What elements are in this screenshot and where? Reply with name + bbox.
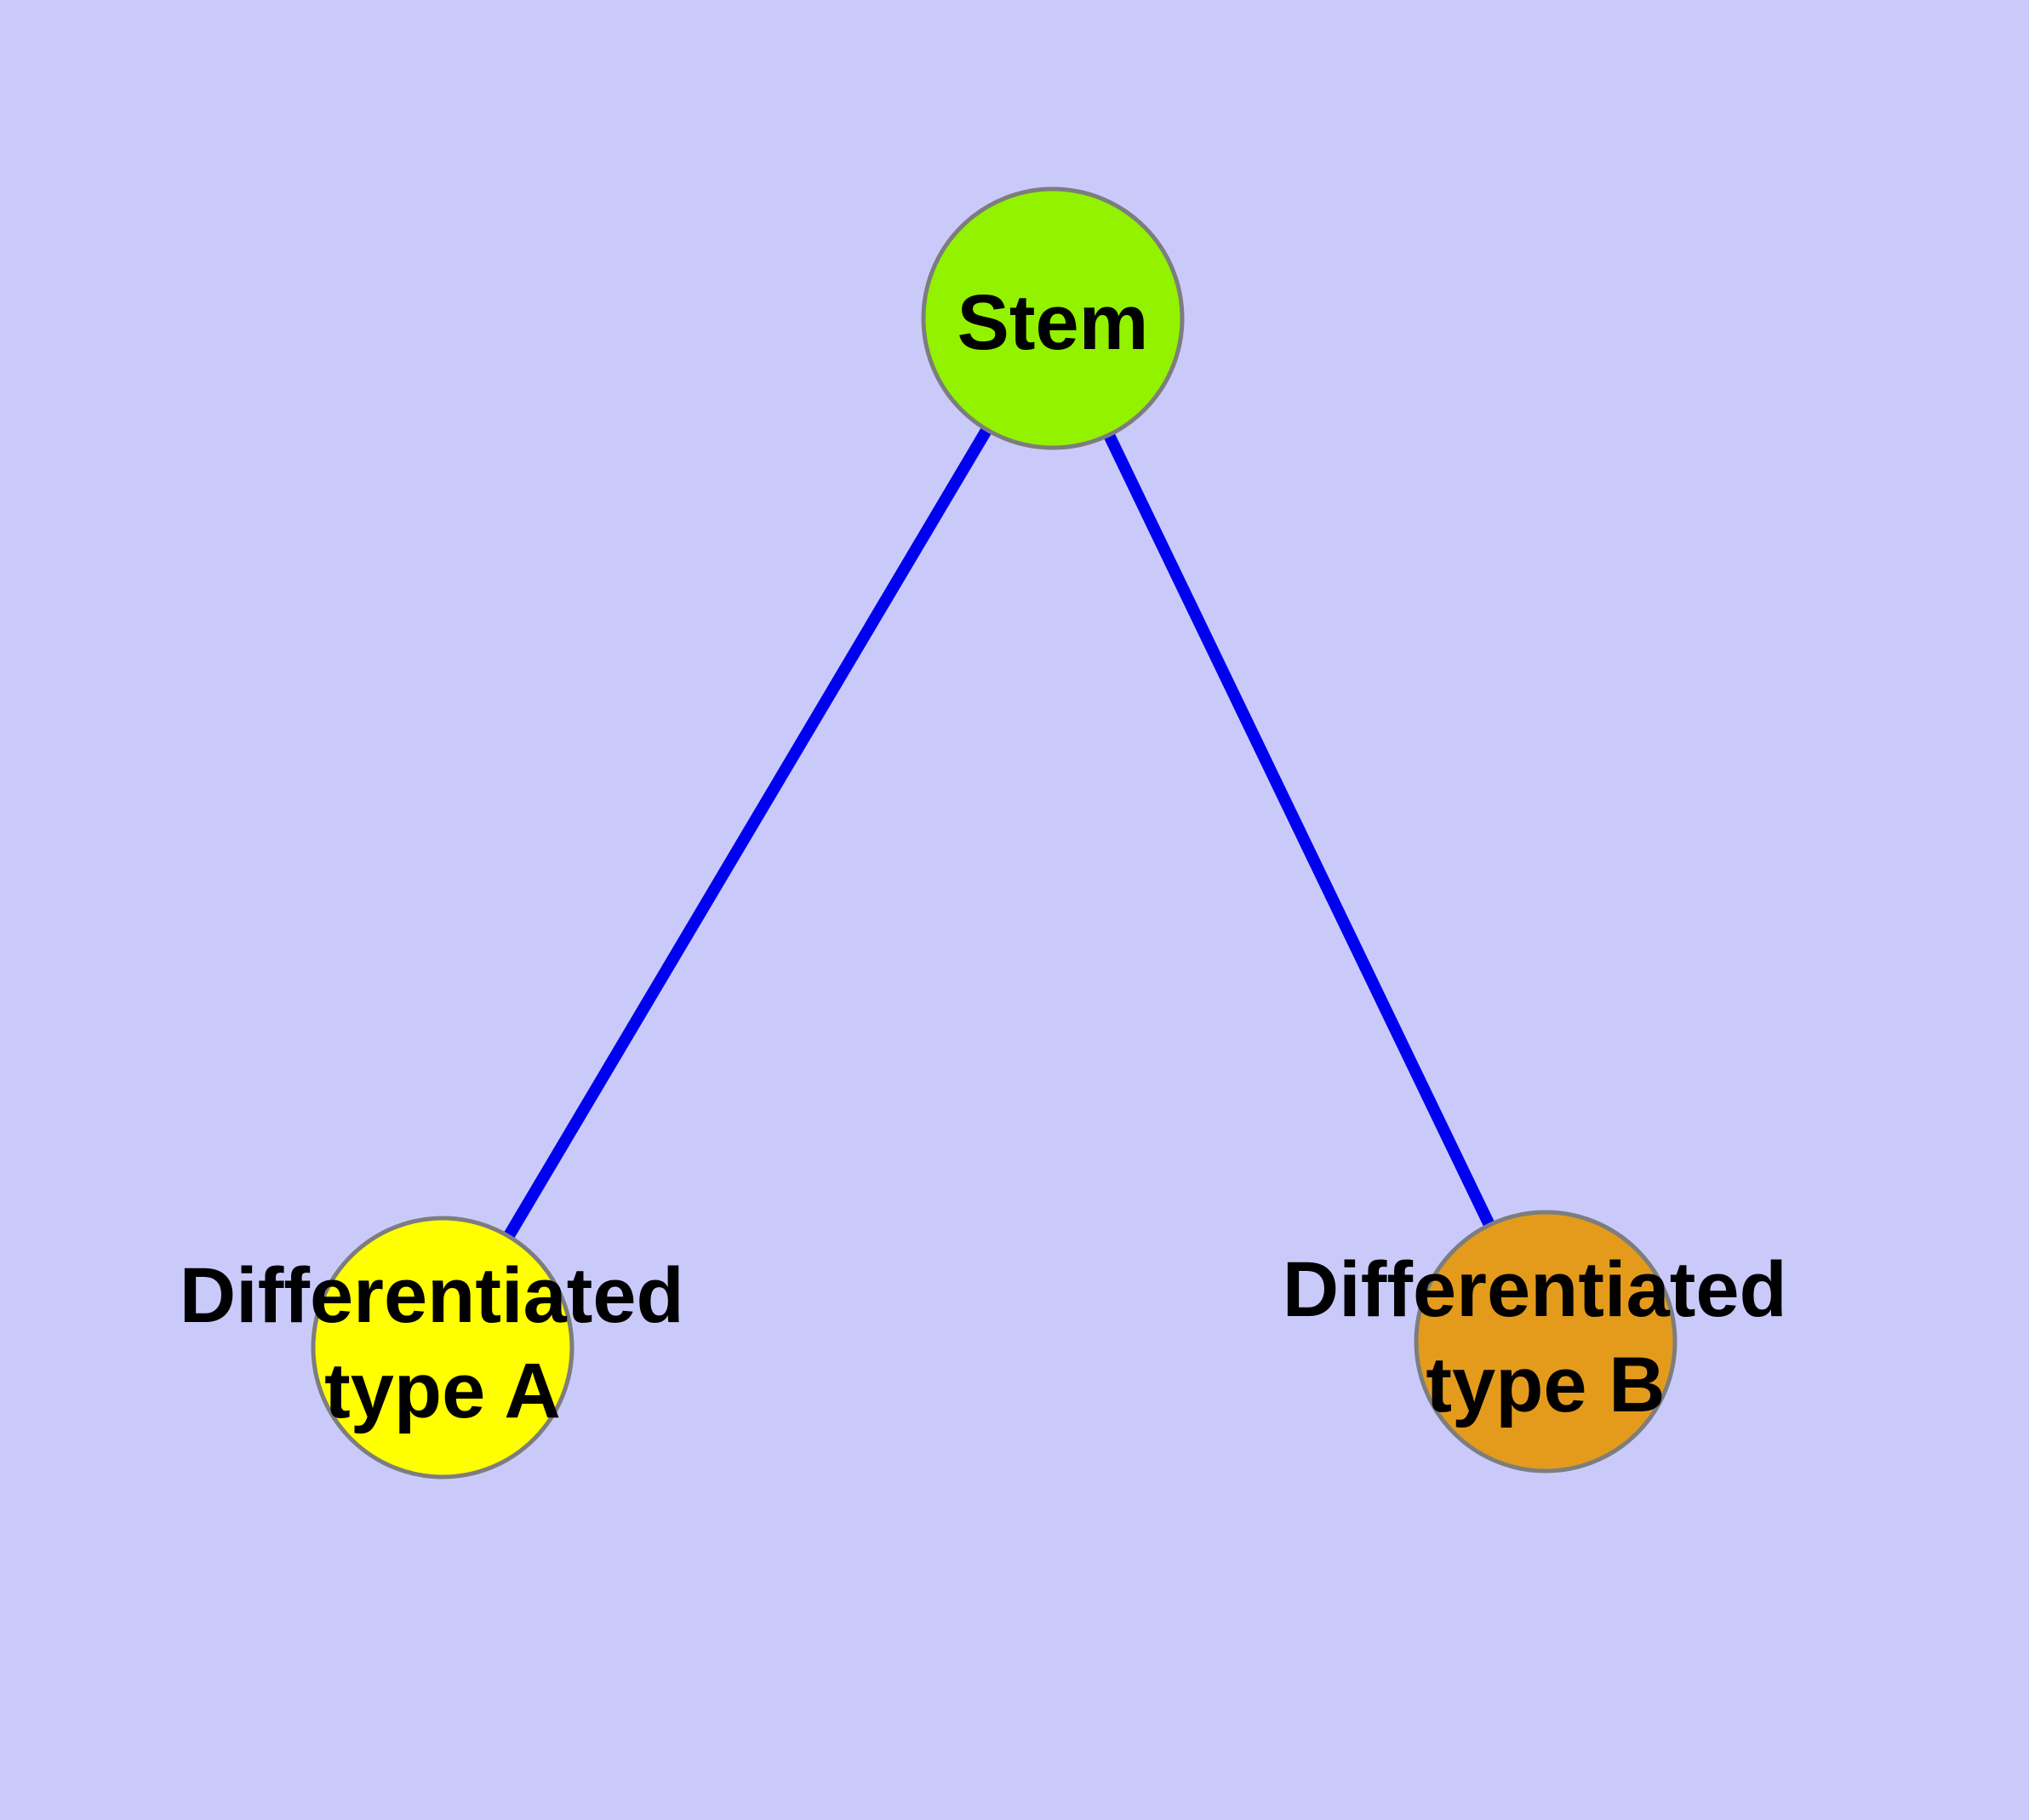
node-stem-label: Stem bbox=[957, 279, 1149, 366]
node-differentiated-type-a-label-line2: type A bbox=[324, 1348, 561, 1434]
node-differentiated-type-b-label-line2: type B bbox=[1426, 1342, 1665, 1428]
edge-stem-to-type-b bbox=[1047, 315, 1552, 1345]
node-differentiated-type-a-circle bbox=[311, 1216, 574, 1479]
node-differentiated-type-b-circle bbox=[1414, 1210, 1677, 1474]
node-differentiated-type-b-label-line1: Differentiated bbox=[1283, 1246, 1787, 1333]
node-differentiated-type-b-label: Differentiated type B bbox=[1283, 1246, 1809, 1428]
node-differentiated-type-a-label: Differentiated type A bbox=[180, 1252, 706, 1434]
node-differentiated-type-a-label-line1: Differentiated bbox=[180, 1252, 684, 1339]
node-stem-circle bbox=[921, 186, 1185, 450]
edge-stem-to-type-a bbox=[437, 315, 1059, 1351]
